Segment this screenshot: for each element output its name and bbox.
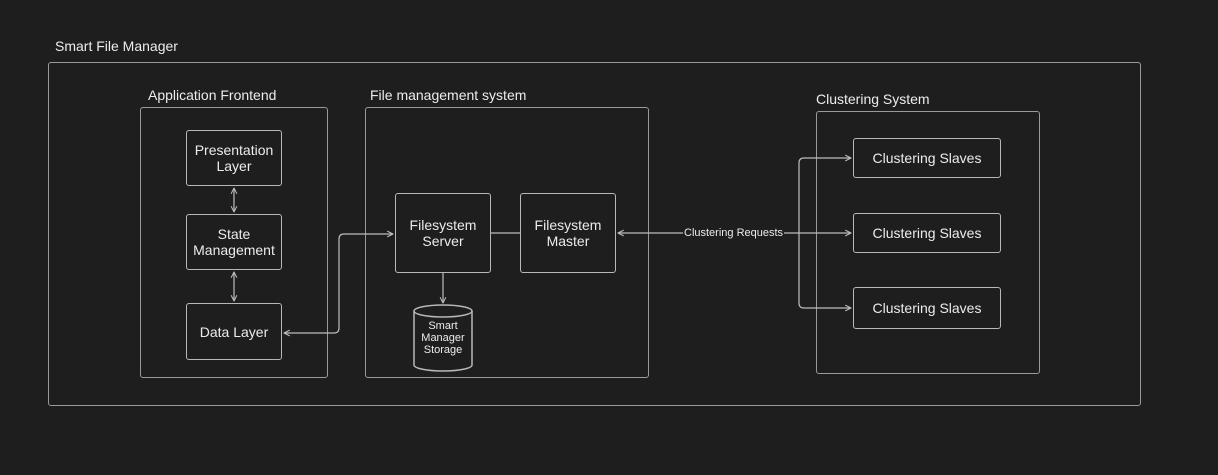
data-layer-node: Data Layer — [186, 303, 282, 360]
clustering-slave-node-1: Clustering Slaves — [853, 138, 1001, 178]
clustering-slave-node-2: Clustering Slaves — [853, 213, 1001, 253]
clustering-group-label: Clustering System — [816, 91, 930, 107]
clustering-slave-node-3: Clustering Slaves — [853, 287, 1001, 329]
diagram-title: Smart File Manager — [55, 38, 178, 54]
filesystem-group-label: File management system — [370, 87, 527, 103]
filesystem-server-node: Filesystem Server — [395, 193, 491, 273]
presentation-layer-node: Presentation Layer — [186, 130, 282, 186]
storage-node-label: Smart Manager Storage — [421, 320, 465, 356]
frontend-group-label: Application Frontend — [148, 87, 277, 103]
state-management-node: State Management — [186, 214, 282, 270]
storage-cylinder-icon — [413, 304, 473, 372]
clustering-requests-label: Clustering Requests — [683, 227, 785, 240]
smart-file-manager-frame — [48, 62, 1141, 406]
filesystem-master-node: Filesystem Master — [520, 193, 616, 273]
